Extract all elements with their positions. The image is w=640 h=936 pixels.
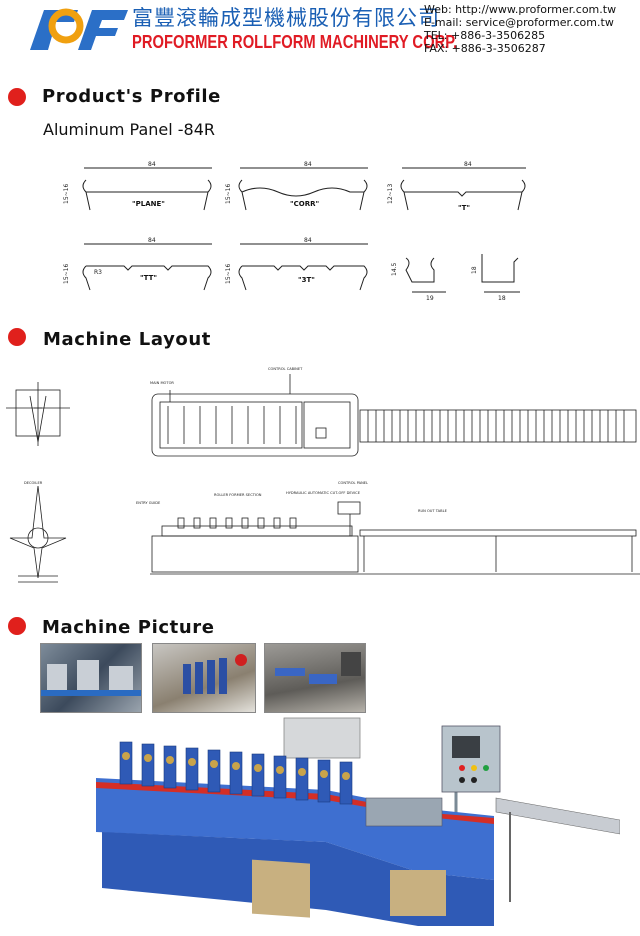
roll-gears <box>122 752 350 780</box>
web-link[interactable]: Web: http://www.proformer.com.tw <box>424 3 617 16</box>
label-tt: "TT" <box>140 274 157 282</box>
runout-table <box>495 797 620 902</box>
label-control-cabinet: CONTROL CABINET <box>268 367 303 371</box>
profile-clip-small <box>405 257 446 293</box>
clip-large-height: 18 <box>471 266 478 274</box>
section-title-layout: Machine Layout <box>43 329 211 350</box>
pf-logo-icon <box>30 8 128 50</box>
dim-height-1: 15~16 <box>63 184 70 204</box>
email-link[interactable]: E-mail: service@proformer.com.tw <box>424 16 614 29</box>
machine-layout-drawing: MAIN MOTOR CONTROL CABINET DECOILER ENTR… <box>6 367 640 583</box>
section-title-picture: Machine Picture <box>42 617 215 638</box>
label-roller-section: ROLLER FORMER SECTION <box>214 493 262 497</box>
section-bullet <box>8 88 26 106</box>
label-runout-table: RUN OUT TABLE <box>418 509 448 513</box>
machine-door-2 <box>390 870 446 916</box>
label-main-motor: MAIN MOTOR <box>150 381 174 385</box>
company-name-english: PROFORMER ROLLFORM MACHINERY CORP. <box>132 32 458 52</box>
clip-large-width: 18 <box>498 295 506 302</box>
label-corr: "CORR" <box>290 200 319 208</box>
clip-small-height: 14.5 <box>391 262 398 276</box>
label-t: "T" <box>458 204 470 212</box>
section-bullet <box>8 328 26 346</box>
dim-width-5: 84 <box>304 237 312 244</box>
dim-width-1: 84 <box>148 161 156 168</box>
label-control-panel: CONTROL PANEL <box>338 481 368 485</box>
section-title-profile: Product's Profile <box>42 86 221 107</box>
machine-door-1 <box>252 859 310 918</box>
roll-stands <box>119 741 353 805</box>
profile-t <box>400 167 526 211</box>
profile-subtitle: Aluminum Panel -84R <box>43 120 216 139</box>
dim-width-4: 84 <box>148 237 156 244</box>
label-entry-guide: ENTRY GUIDE <box>136 501 161 505</box>
decoiler-side-view <box>9 485 67 583</box>
machine-side-view <box>150 501 640 575</box>
dim-radius: R3 <box>94 269 102 276</box>
machine-photo-3 <box>264 643 366 713</box>
dim-height-4: 15~16 <box>63 264 70 284</box>
label-cutoff: HYDRAULIC AUTOMATIC CUT-OFF DEVICE <box>286 491 361 495</box>
dim-width-2: 84 <box>304 161 312 168</box>
fax-text: FAX: +886-3-3506287 <box>424 42 546 55</box>
profile-tt <box>82 243 212 291</box>
profile-clip-large <box>481 254 520 293</box>
dim-width-3: 84 <box>464 161 472 168</box>
decoiler-top-view <box>6 382 70 446</box>
tel-text: TEL: +886-3-3506285 <box>424 29 546 42</box>
profile-plane <box>82 167 212 211</box>
section-bullet <box>8 617 26 635</box>
cutoff-device <box>365 797 443 827</box>
dim-height-5: 15~16 <box>225 264 232 284</box>
control-cabinet <box>283 717 361 759</box>
dim-height-2: 15~16 <box>225 184 232 204</box>
profile-3t <box>238 243 368 291</box>
machine-photo-2 <box>152 643 256 713</box>
machine-main-photo <box>96 717 620 926</box>
machine-top-view <box>151 374 637 457</box>
profile-drawings: 84 84 84 84 84 15~16 15~16 12~13 15~16 1… <box>63 161 526 302</box>
machine-photo-1 <box>40 643 142 713</box>
label-plane: "PLANE" <box>132 200 165 208</box>
profile-corr <box>238 167 368 211</box>
label-decoiler: DECOILER <box>24 481 43 485</box>
dim-height-3: 12~13 <box>387 184 394 204</box>
clip-small-width: 19 <box>426 295 434 302</box>
label-3t: "3T" <box>298 276 315 284</box>
company-name-chinese: 富豐滾輪成型機械股份有限公司 <box>132 6 440 30</box>
